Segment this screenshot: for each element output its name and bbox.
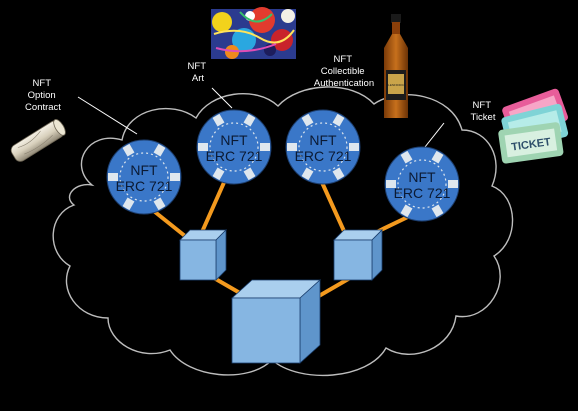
connector-chip2-cubeL: [200, 176, 228, 234]
callout-line-art: [211, 87, 233, 109]
chip-label-nft: NFT: [130, 162, 158, 178]
scroll-icon: [10, 119, 66, 162]
chip-label-standard: ERC 721: [206, 148, 263, 164]
cube-left: [179, 229, 227, 281]
chip-label-standard: ERC 721: [116, 178, 173, 194]
chip-label-nft: NFT: [309, 132, 337, 148]
connector-chip3-cubeR: [318, 176, 350, 242]
chip-label-nft: NFT: [408, 169, 436, 185]
chip-label-standard: ERC 721: [394, 185, 451, 201]
cube-center: [230, 279, 322, 364]
label-ticket: NFT Ticket: [471, 100, 496, 123]
bottle-label: GLENFIDDICH: [386, 83, 406, 87]
painting-icon: [211, 7, 296, 59]
whisky-bottle-icon: GLENFIDDICH: [384, 14, 408, 118]
chip-label-nft: NFT: [220, 132, 248, 148]
label-art: NFT Art: [188, 61, 209, 84]
label-option: NFT Option Contract: [25, 78, 61, 113]
cloud-outline: [52, 86, 514, 377]
ticket-text: TICKET: [511, 136, 552, 153]
label-collectible: NFT Collectible Authentication: [314, 54, 374, 89]
connector-chip1-cubeL: [148, 206, 192, 242]
chip-label-standard: ERC 721: [295, 148, 352, 164]
tickets-icon: TICKET: [498, 88, 569, 164]
callout-line-option: [77, 96, 138, 135]
cube-right: [333, 229, 383, 281]
